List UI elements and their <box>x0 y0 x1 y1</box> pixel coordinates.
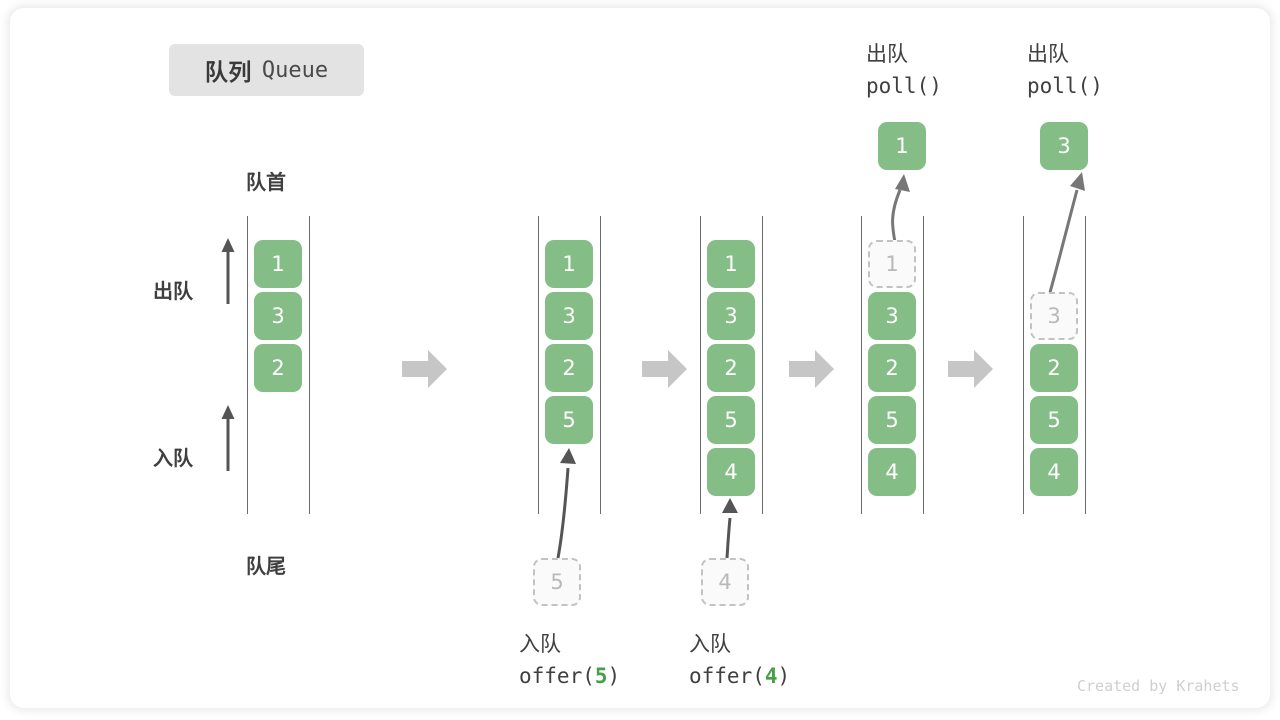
queue-cell-removed: 1 <box>868 240 916 288</box>
queue-cell: 2 <box>707 344 755 392</box>
queue-tail-label: 队尾 <box>246 554 286 578</box>
operation-label-cn: 入队 <box>689 632 731 656</box>
dequeue-direction-arrow-icon <box>221 238 235 304</box>
operation-label-code: poll() <box>1027 74 1103 98</box>
stage-4-rail-left <box>861 216 862 514</box>
operation-label-cn: 出队 <box>866 42 908 66</box>
enqueue-direction-label: 入队 <box>153 446 193 470</box>
stage-transition-arrow-icon <box>948 350 993 388</box>
queue-head-label: 队首 <box>246 170 286 194</box>
diagram-title-badge: 队列 Queue <box>169 44 364 96</box>
operation-label-cn: 出队 <box>1027 42 1069 66</box>
queue-cell: 3 <box>545 292 593 340</box>
queue-cell-new: 4 <box>707 448 755 496</box>
stage-1-rail-right <box>309 216 310 514</box>
queue-cell: 5 <box>868 396 916 444</box>
diagram-canvas: 队列 Queue 队首 队尾 出队 入队 1 3 2 1 3 2 5 <box>10 8 1270 708</box>
dequeue-arrow-icon <box>891 174 910 243</box>
watermark: Created by Krahets <box>1077 677 1240 695</box>
incoming-element-ghost: 4 <box>701 558 749 606</box>
diagram-title-cn: 队列 <box>204 60 252 86</box>
stage-transition-arrow-icon <box>402 350 447 388</box>
queue-cell: 5 <box>707 396 755 444</box>
stage-2-rail-left <box>538 216 539 514</box>
queue-cell: 2 <box>868 344 916 392</box>
enqueue-direction-arrow-icon <box>221 405 235 471</box>
operation-label-code: offer(4) <box>689 664 791 688</box>
queue-cell: 2 <box>1030 344 1078 392</box>
stage-4-rail-right <box>923 216 924 514</box>
stage-5-rail-right <box>1085 216 1086 514</box>
stage-3-rail-left <box>700 216 701 514</box>
queue-cell-removed: 3 <box>1030 292 1078 340</box>
operation-label-code: offer(5) <box>519 664 621 688</box>
stage-1-rail-left <box>247 216 248 514</box>
queue-cell: 3 <box>868 292 916 340</box>
queue-cell: 5 <box>1030 396 1078 444</box>
queue-cell: 4 <box>868 448 916 496</box>
enqueue-arrow-icon <box>722 498 738 559</box>
queue-cell: 3 <box>254 292 302 340</box>
stage-2-rail-right <box>600 216 601 514</box>
stage-transition-arrow-icon <box>789 350 834 388</box>
operation-label-code: poll() <box>866 74 942 98</box>
dequeue-direction-label: 出队 <box>153 279 193 303</box>
queue-cell-new: 5 <box>545 396 593 444</box>
stage-5-rail-left <box>1023 216 1024 514</box>
queue-cell: 1 <box>545 240 593 288</box>
queue-cell: 4 <box>1030 448 1078 496</box>
popped-element: 3 <box>1040 122 1088 170</box>
queue-cell: 1 <box>707 240 755 288</box>
stage-transition-arrow-icon <box>642 350 687 388</box>
popped-element: 1 <box>878 122 926 170</box>
stage-3-rail-right <box>762 216 763 514</box>
diagram-title-en: Queue <box>261 57 329 83</box>
enqueue-arrow-icon <box>556 448 576 559</box>
queue-cell: 2 <box>545 344 593 392</box>
operation-label-cn: 入队 <box>519 632 561 656</box>
dequeue-arrow-icon <box>1047 172 1085 297</box>
queue-cell: 3 <box>707 292 755 340</box>
queue-cell: 1 <box>254 240 302 288</box>
queue-cell: 2 <box>254 344 302 392</box>
incoming-element-ghost: 5 <box>533 558 581 606</box>
